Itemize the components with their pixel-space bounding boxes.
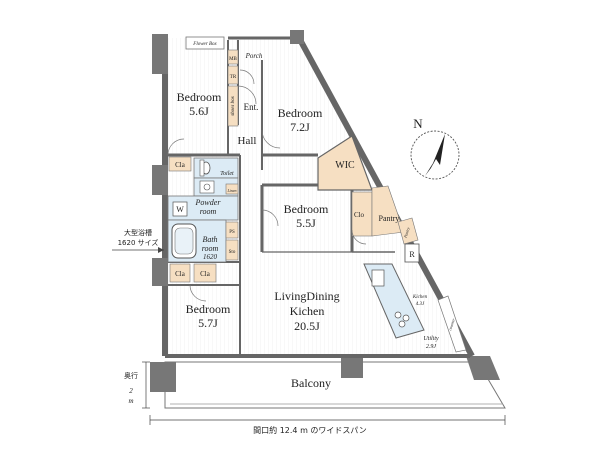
utility-name: Utility (423, 336, 439, 342)
wic-label: WIC (335, 160, 355, 171)
mb-label: MB (229, 57, 237, 62)
north-compass: N (410, 116, 460, 180)
r-label: R (409, 250, 415, 259)
w-label: W (176, 205, 184, 214)
depth-dimension: 奥行 2 m (124, 361, 150, 409)
ldk-line2: Kichen (290, 304, 325, 318)
ent-label: Ent. (244, 102, 259, 112)
small-labels: MB TR shoes box Cla Cla Cla Clo Linen W … (175, 57, 456, 331)
flower-box-label: Flower Box (192, 42, 217, 47)
frontage-label: 間口約 12.4 m のワイドスパン (253, 425, 367, 435)
kitchen-name: Kichen (412, 295, 428, 300)
hall-label: Hall (238, 135, 257, 147)
depth-unit: m (128, 397, 133, 405)
kitchen-island (363, 263, 425, 339)
powder-line2: room (200, 207, 217, 216)
utility-size: 2.9J (426, 344, 437, 350)
room-labels: Bedroom 5.6J Bedroom 7.2J Bedroom 5.5J B… (177, 52, 439, 390)
balcony-label: Balcony (291, 376, 331, 390)
balcony-area (150, 356, 506, 409)
refrigerator (404, 243, 420, 263)
shoes-box-label: shoes box (231, 95, 236, 115)
cla-label-2: Cla (175, 270, 186, 278)
clo-label: Clo (354, 211, 365, 219)
bedroom-sw-name: Bedroom (186, 302, 231, 316)
ldk-line1: LivingDining (274, 289, 339, 303)
powder-line1: Powder (195, 198, 222, 207)
bedroom-mid-name: Bedroom (284, 202, 329, 216)
bedroom-ne-name: Bedroom (278, 106, 323, 120)
bedroom-nw-name: Bedroom (177, 90, 222, 104)
depth-label: 奥行 (124, 371, 138, 380)
storage-areas (168, 49, 419, 283)
bath-size: 1620 (203, 253, 218, 261)
bedroom-ne-size: 7.2J (290, 120, 310, 134)
cla-label-1: Cla (175, 161, 186, 169)
bedroom-mid-size: 5.5J (296, 216, 316, 230)
bedroom-nw-size: 5.6J (189, 104, 209, 118)
bath-line2: room (202, 244, 219, 253)
toilet-label: Toilet (220, 171, 234, 177)
bath-note: 大型浴槽 1620 サイズ (112, 228, 164, 253)
counter-strip (437, 295, 467, 353)
linen-label: Linen (226, 188, 236, 193)
bedroom-sw-size: 5.7J (198, 316, 218, 330)
doors (167, 69, 367, 302)
ldk-size: 20.5J (294, 319, 320, 333)
bath-line1: Bath (202, 235, 217, 244)
bath-note-line2: 1620 サイズ (118, 238, 159, 247)
kitchen-size: 4.3J (416, 302, 425, 307)
tr-label: TR (230, 75, 237, 80)
north-arrow-icon (431, 134, 445, 168)
porch-label: Porch (245, 52, 263, 60)
pantry-small-label: Pantry (402, 226, 410, 239)
depth-value: 2 (129, 387, 133, 395)
counter-label: counter (447, 318, 456, 332)
ps-label: PS (229, 230, 235, 235)
pantry-label: Pantry (379, 214, 400, 223)
bath-note-line1: 大型浴槽 (124, 228, 152, 237)
wet-areas (167, 157, 239, 263)
frontage-dimension: 間口約 12.4 m のワイドスパン (149, 415, 506, 435)
sto-label: Sto (229, 250, 236, 255)
north-label: N (413, 116, 423, 131)
cla-label-3: Cla (200, 270, 211, 278)
